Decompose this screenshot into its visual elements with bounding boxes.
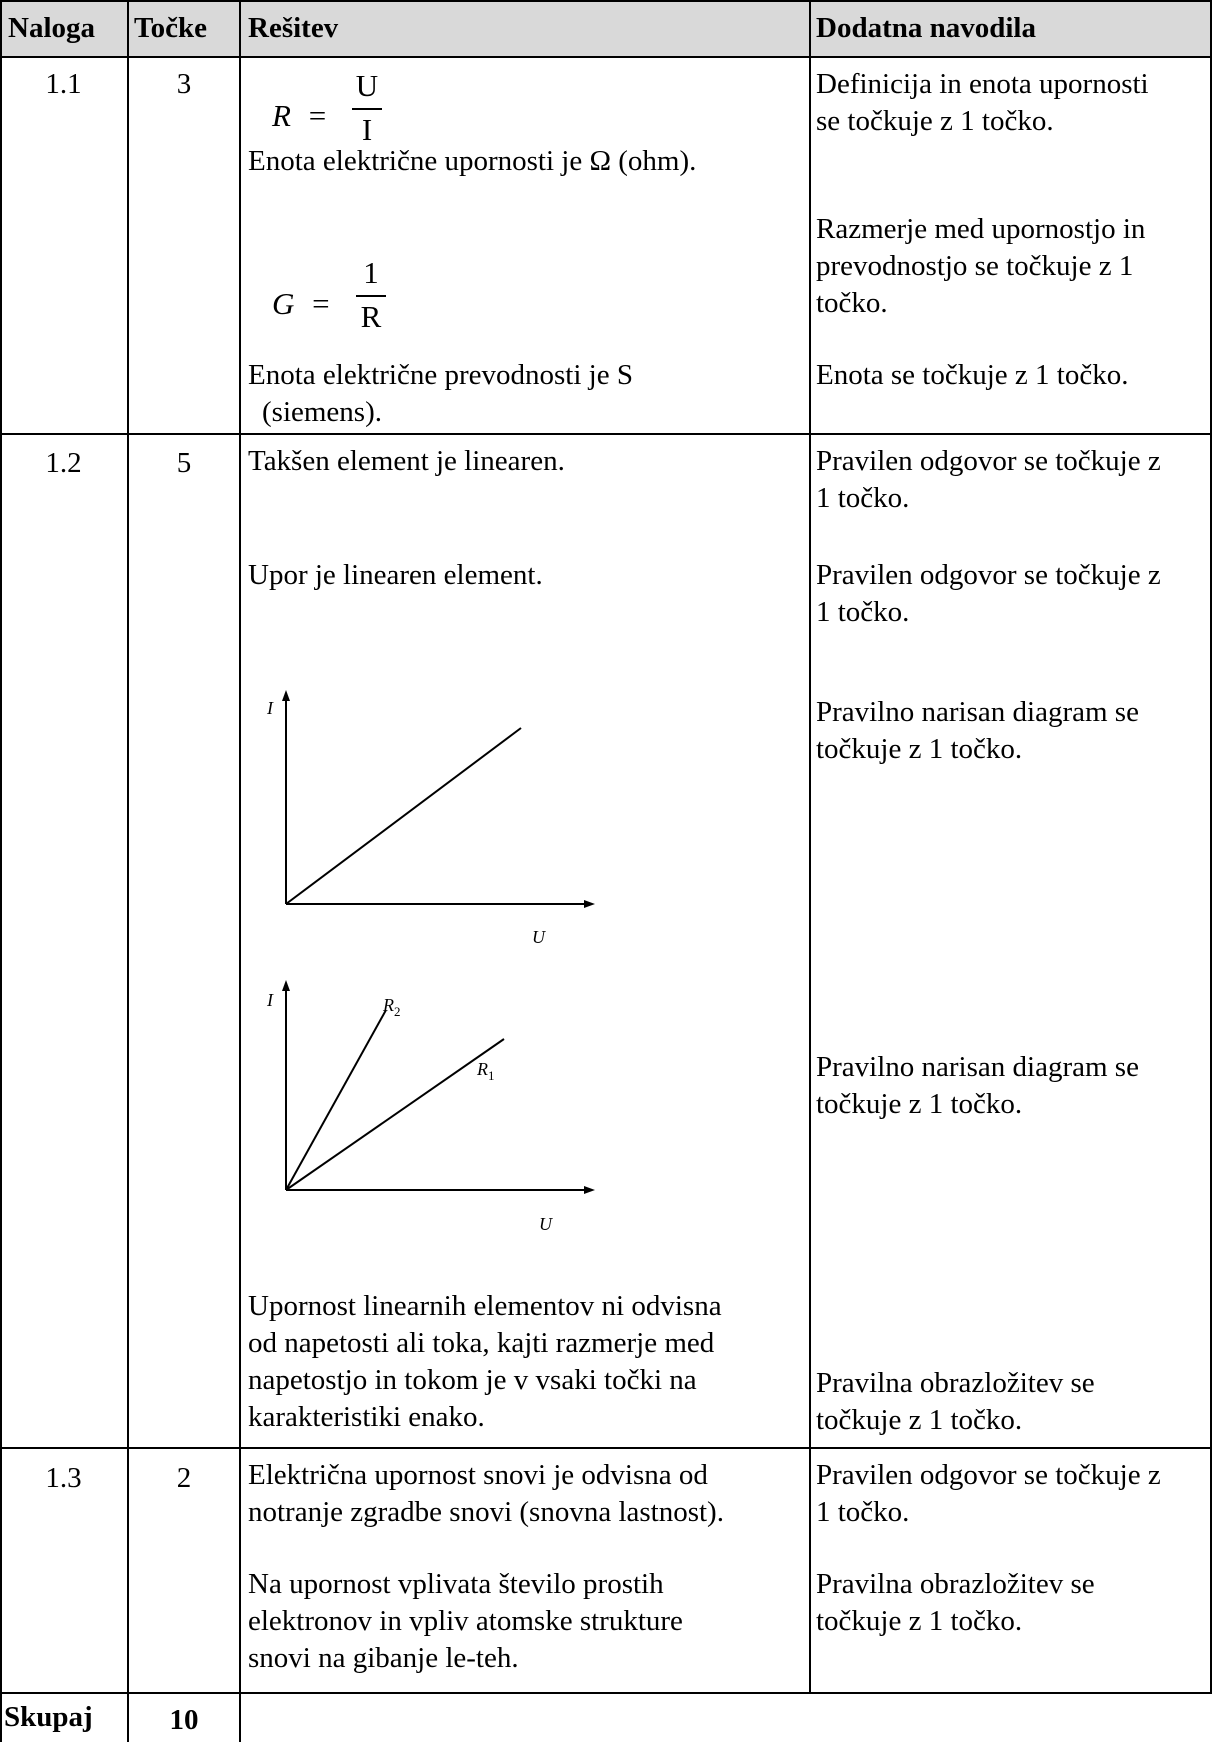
total-points: 10	[169, 1704, 199, 1736]
row-1-2-note-5b: točkuje z 1 točko.	[816, 1404, 1023, 1436]
row-1-2-points: 5	[176, 447, 192, 479]
row-1-2-note-3b: točkuje z 1 točko.	[816, 733, 1023, 765]
column-divider-2	[239, 0, 241, 1742]
row-1-3-solution-2c: snovi na gibanje le-teh.	[248, 1642, 519, 1674]
row-1-2-solution-3d: karakteristiki enako.	[248, 1401, 485, 1433]
row-1-1-note-2a: Razmerje med upornostjo in	[816, 213, 1146, 245]
row-1-1-solution-2b: (siemens).	[262, 396, 382, 428]
column-divider-3	[809, 0, 811, 1692]
row-1-2-solution-3c: napetostjo in tokom je v vsaki točki na	[248, 1364, 697, 1396]
row-1-1-note-3: Enota se točkuje z 1 točko.	[816, 359, 1129, 391]
table-border-right	[1210, 0, 1212, 1692]
row-1-2-task: 1.2	[45, 447, 82, 479]
row-separator-3	[0, 1692, 1212, 1694]
header-task: Naloga	[8, 12, 95, 44]
row-1-1-note-1b: se točkuje z 1 točko.	[816, 105, 1054, 137]
diagram-2-line-r2	[285, 1009, 387, 1191]
row-1-2-note-2a: Pravilen odgovor se točkuje z	[816, 559, 1161, 591]
diagram-2-x-label: U	[539, 1214, 553, 1234]
diagram-1-line	[285, 727, 522, 905]
row-1-1-note-1a: Definicija in enota upornosti	[816, 68, 1149, 100]
diagram-2-x-arrow-icon	[584, 1186, 595, 1194]
row-1-3-solution-1a: Električna upornost snovi je odvisna od	[248, 1459, 708, 1491]
fraction-u-over-i: U I	[352, 70, 382, 146]
row-1-3-note-1b: 1 točko.	[816, 1496, 910, 1528]
row-1-1-points: 3	[176, 68, 192, 100]
row-1-3-solution-2b: elektronov in vpliv atomske strukture	[248, 1605, 683, 1637]
fraction-bar	[356, 295, 386, 297]
fraction-1-over-r: 1 R	[356, 257, 386, 333]
header-separator	[0, 56, 1212, 58]
row-1-2-note-2b: 1 točko.	[816, 596, 910, 628]
row-1-3-note-1a: Pravilen odgovor se točkuje z	[816, 1459, 1161, 1491]
column-divider-1	[127, 0, 129, 1742]
header-notes: Dodatna navodila	[816, 12, 1036, 44]
row-1-2-note-1b: 1 točko.	[816, 482, 910, 514]
formula-conductance: G =	[272, 286, 330, 321]
row-1-2-solution-3a: Upornost linearnih elementov ni odvisna	[248, 1290, 722, 1322]
formula-resistance: R =	[272, 98, 327, 133]
header-solution: Rešitev	[248, 12, 339, 44]
row-1-2-solution-1: Takšen element je linearen.	[248, 445, 565, 477]
row-1-1-solution-2a: Enota električne prevodnosti je S	[248, 359, 633, 391]
row-1-2-note-4a: Pravilno narisan diagram se	[816, 1051, 1139, 1083]
row-1-2-note-5a: Pravilna obrazložitev se	[816, 1367, 1095, 1399]
table-border-top	[0, 0, 1212, 2]
row-1-2-note-3a: Pravilno narisan diagram se	[816, 696, 1139, 728]
diagram-two-resistors: I U R2 R1	[266, 980, 595, 1234]
row-1-1-note-2b: prevodnostjo se točkuje z 1	[816, 250, 1134, 282]
row-1-2-note-1a: Pravilen odgovor se točkuje z	[816, 445, 1161, 477]
row-1-3-solution-2a: Na upornost vplivata število prostih	[248, 1568, 664, 1600]
row-1-3-points: 2	[176, 1462, 192, 1494]
fraction-bar	[352, 108, 382, 110]
row-1-1-task: 1.1	[45, 68, 82, 100]
diagram-2-label-r1: R1	[476, 1059, 495, 1083]
diagram-linear-characteristic: I U	[266, 690, 595, 947]
diagram-1-y-arrow-icon	[282, 690, 290, 701]
diagram-2-y-label: I	[266, 990, 274, 1010]
row-separator-1	[0, 433, 1212, 435]
row-1-2-note-4b: točkuje z 1 točko.	[816, 1088, 1023, 1120]
row-1-1-note-2c: točko.	[816, 287, 888, 319]
diagram-2-line-r1	[285, 1038, 505, 1191]
row-1-2-solution-3b: od napetosti ali toka, kajti razmerje me…	[248, 1327, 715, 1359]
row-1-3-solution-1b: notranje zgradbe snovi (snovna lastnost)…	[248, 1496, 724, 1528]
diagram-1-y-label: I	[266, 698, 274, 718]
diagram-1-x-arrow-icon	[584, 900, 595, 908]
row-1-3-note-2b: točkuje z 1 točko.	[816, 1605, 1023, 1637]
diagram-1-x-label: U	[532, 927, 546, 947]
table-border-left	[0, 0, 2, 1742]
header-row-background	[0, 0, 1212, 57]
row-1-2-solution-2: Upor je linearen element.	[248, 559, 543, 591]
row-1-3-note-2a: Pravilna obrazložitev se	[816, 1568, 1095, 1600]
header-points: Točke	[134, 12, 208, 44]
row-1-1-solution-1: Enota električne upornosti je Ω (ohm).	[248, 145, 697, 177]
row-separator-2	[0, 1447, 1212, 1449]
total-label: Skupaj	[4, 1701, 93, 1733]
diagram-2-label-r2: R2	[382, 995, 401, 1019]
row-1-3-task: 1.3	[45, 1462, 82, 1494]
diagram-2-y-arrow-icon	[282, 980, 290, 991]
